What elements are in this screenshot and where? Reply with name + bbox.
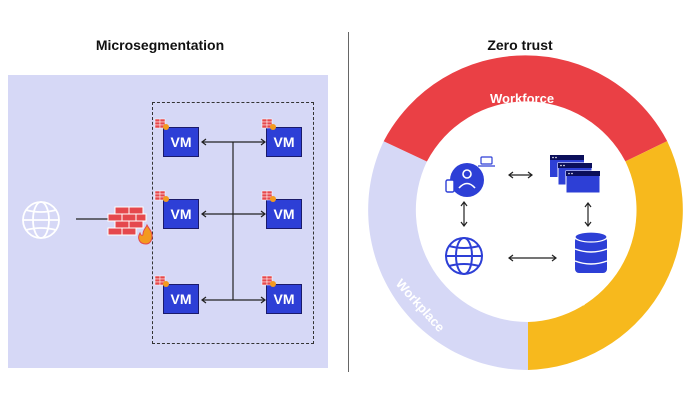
vm-box: VM	[266, 127, 302, 157]
segment-boundary	[152, 102, 314, 344]
vm-box: VM	[266, 284, 302, 314]
vm-box: VM	[163, 127, 199, 157]
section-divider	[348, 32, 349, 372]
workload-segment	[528, 141, 683, 370]
zero-trust-title: Zero trust	[487, 37, 553, 53]
globe-icon	[445, 237, 483, 275]
vm-box: VM	[163, 284, 199, 314]
laptop-icon	[478, 156, 495, 167]
microsegmentation-title: Microsegmentation	[95, 37, 225, 53]
workplace-segment	[368, 141, 528, 370]
browser-windows-icon	[550, 155, 601, 194]
workforce-segment	[383, 55, 668, 162]
vm-box: VM	[163, 199, 199, 229]
database-icon	[574, 231, 608, 273]
workforce-label: Workforce	[490, 91, 555, 106]
vm-box: VM	[266, 199, 302, 229]
user-device-icon	[445, 163, 484, 197]
